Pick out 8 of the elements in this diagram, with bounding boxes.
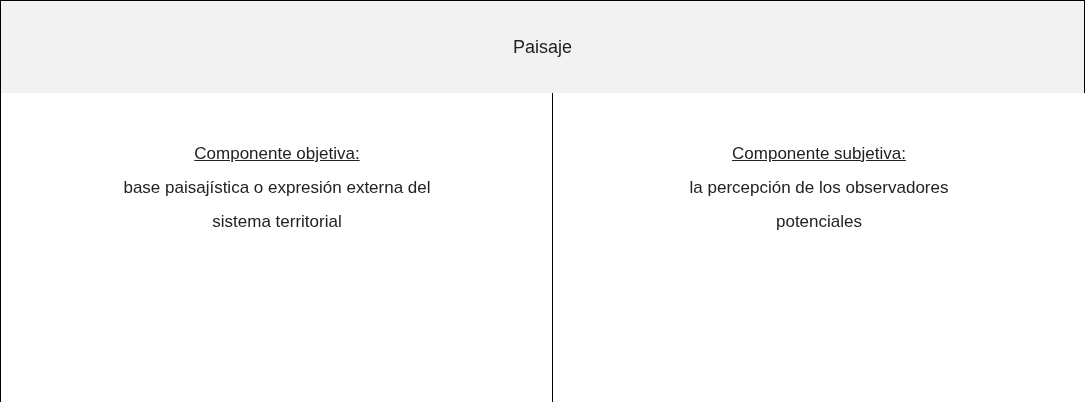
header-band: [0, 0, 1085, 94]
objective-component-cell: [0, 93, 553, 402]
subjective-component-cell: [552, 93, 1085, 402]
cell-heading: Componente subjetiva:: [732, 143, 906, 165]
cell-description: la percepción de los observadores potenciales: [688, 177, 950, 233]
cell-heading: Componente objetiva:: [194, 143, 360, 165]
cell-description: base paisajística o expresión externa del sistema territorial: [122, 177, 432, 233]
header-title: Paisaje: [512, 36, 572, 59]
